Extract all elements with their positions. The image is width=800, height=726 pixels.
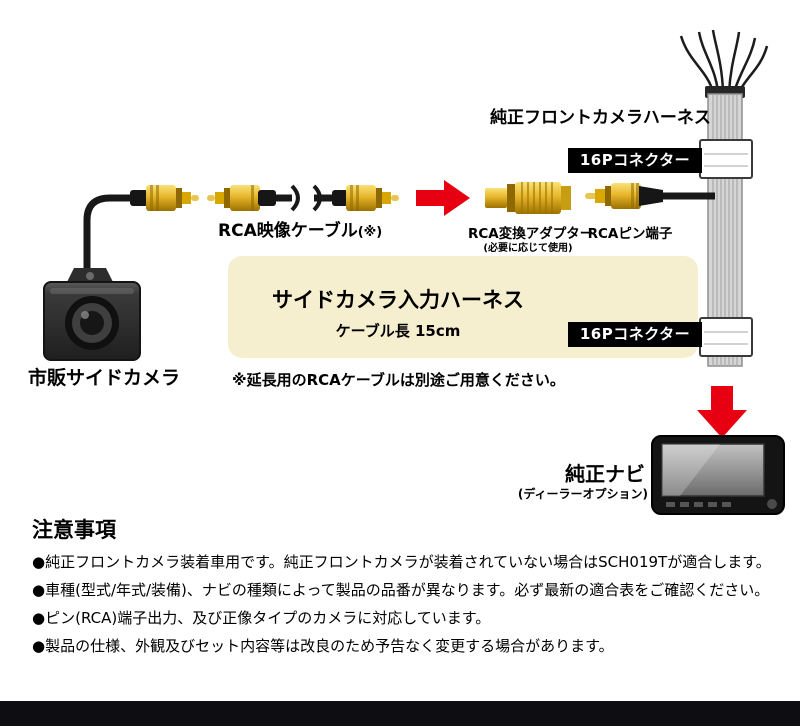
note-item: ●車種(型式/年式/装備)、ナビの種類によって製品の品番が異なります。必ず最新の… bbox=[32, 581, 770, 599]
extension-note: ※延長用のRCAケーブルは別途ご用意ください。 bbox=[232, 371, 565, 389]
front-harness-label: 純正フロントカメラハーネス bbox=[490, 108, 711, 128]
rca-plug-icon bbox=[130, 185, 199, 211]
camera-cable bbox=[83, 194, 136, 292]
connector-16p-bottom bbox=[699, 317, 753, 357]
note-item: ●ピン(RCA)端子出力、及び正像タイプのカメラに対応しています。 bbox=[32, 609, 491, 627]
rca-cable-label-text: RCA映像ケーブル bbox=[218, 221, 358, 241]
camera-body-icon bbox=[43, 268, 141, 361]
adapter-sub-label: (必要に応じて使用) bbox=[483, 243, 573, 254]
notes-title: 注意事項 bbox=[32, 518, 116, 542]
notes-list: ●純正フロントカメラ装着車用です。純正フロントカメラが装着されていない場合はSC… bbox=[32, 548, 792, 660]
arrow-right-icon bbox=[416, 180, 470, 216]
navi-unit-icon bbox=[651, 435, 785, 515]
side-camera-and-rca-cable-illustration bbox=[43, 184, 399, 361]
rca-adapter-icon bbox=[485, 182, 571, 214]
side-camera-label: 市販サイドカメラ bbox=[28, 367, 181, 389]
front-camera-harness-illustration bbox=[679, 29, 769, 367]
adapter-label: RCA変換アダプター bbox=[468, 226, 594, 242]
harness-box-title: サイドカメラ入力ハーネス bbox=[272, 288, 524, 312]
harness-wires bbox=[679, 29, 769, 93]
note-item: ●純正フロントカメラ装着車用です。純正フロントカメラが装着されていない場合はSC… bbox=[32, 553, 771, 571]
harness-box-cable-length: ケーブル長 15cm bbox=[335, 322, 461, 340]
connector-label-top: 16Pコネクター bbox=[568, 148, 702, 173]
connector-label-bottom: 16Pコネクター bbox=[568, 322, 702, 347]
navi-sub-label: (ディーラーオプション) bbox=[517, 487, 648, 501]
arrow-down-icon bbox=[697, 386, 747, 438]
navi-label: 純正ナビ bbox=[565, 462, 645, 486]
connector-16p-top bbox=[699, 139, 753, 179]
rca-pin-terminal-icon bbox=[585, 183, 715, 209]
rca-video-cable-icon bbox=[207, 184, 399, 212]
rca-cable-label: RCA映像ケーブル(※) bbox=[218, 216, 382, 241]
bottom-divider-bar bbox=[0, 701, 800, 726]
note-item: ●製品の仕様、外観及びセット内容等は改良のため予告なく変更する場合があります。 bbox=[32, 637, 614, 655]
rca-pin-label: RCAピン端子 bbox=[587, 226, 673, 242]
rca-cable-note-mark: (※) bbox=[357, 225, 383, 240]
